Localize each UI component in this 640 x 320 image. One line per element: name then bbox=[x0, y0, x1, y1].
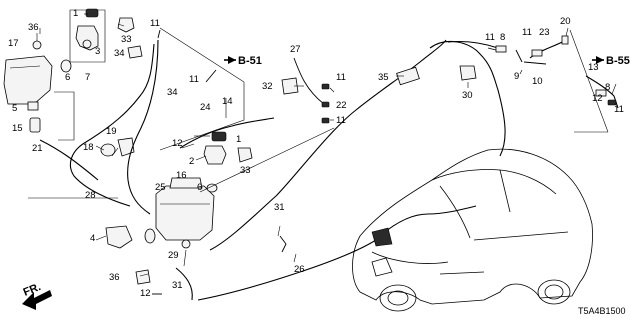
callout-11-right-b[interactable]: 11 bbox=[522, 27, 532, 38]
callout-11-far[interactable]: 11 bbox=[614, 104, 624, 115]
callout-30[interactable]: 30 bbox=[462, 90, 473, 101]
callout-34-mid[interactable]: 34 bbox=[167, 87, 178, 98]
grommet-part bbox=[237, 147, 253, 163]
callout-31-mid[interactable]: 31 bbox=[274, 202, 285, 213]
callout-4[interactable]: 4 bbox=[90, 233, 95, 244]
pump-mid-group bbox=[179, 98, 275, 165]
section-ref-b55: B-55 bbox=[606, 55, 630, 67]
callout-27[interactable]: 27 bbox=[290, 44, 301, 55]
bolt-icon bbox=[135, 269, 151, 285]
rear-hose-group bbox=[396, 35, 619, 157]
reservoir-lower-group bbox=[27, 91, 135, 199]
callout-12-bottom[interactable]: 12 bbox=[140, 288, 151, 299]
bolt-icon bbox=[32, 40, 42, 50]
callout-16[interactable]: 16 bbox=[176, 170, 187, 181]
section-refs: B-51 B-55 bbox=[224, 55, 630, 67]
callout-11-top[interactable]: 11 bbox=[150, 18, 160, 29]
seal-part bbox=[100, 143, 116, 157]
section-ref-b51: B-51 bbox=[238, 55, 262, 67]
callout-labels: 1 36 17 3 7 33 34 11 6 5 15 19 18 21 28 … bbox=[8, 8, 624, 299]
filter-part bbox=[29, 117, 41, 133]
vehicle-outline bbox=[352, 148, 593, 312]
motor-part bbox=[117, 137, 135, 157]
callout-36-top[interactable]: 36 bbox=[28, 22, 39, 33]
callout-33-top[interactable]: 33 bbox=[121, 34, 132, 45]
clip-icon bbox=[85, 8, 99, 18]
callout-31-bottom[interactable]: 31 bbox=[172, 280, 183, 291]
pump-joint-part bbox=[203, 145, 227, 165]
cap-part bbox=[206, 183, 218, 193]
callout-35[interactable]: 35 bbox=[378, 72, 389, 83]
callout-32[interactable]: 32 bbox=[262, 81, 273, 92]
pump-joint-part bbox=[75, 25, 99, 51]
callout-1-top[interactable]: 1 bbox=[73, 8, 78, 19]
diagram-code: T5A4B1500 bbox=[578, 306, 626, 316]
arrow-icon bbox=[22, 290, 52, 310]
callout-9[interactable]: 9 bbox=[514, 71, 519, 82]
pad-part bbox=[396, 66, 420, 86]
nozzle-group bbox=[281, 57, 330, 124]
callout-23[interactable]: 23 bbox=[539, 27, 550, 38]
callout-20[interactable]: 20 bbox=[560, 16, 571, 27]
front-direction-arrow bbox=[22, 290, 52, 310]
washer-tank-group bbox=[105, 177, 218, 301]
callout-18[interactable]: 18 bbox=[83, 142, 94, 153]
callout-28[interactable]: 28 bbox=[85, 190, 96, 201]
callout-3[interactable]: 3 bbox=[95, 46, 100, 57]
motor-part bbox=[105, 225, 133, 249]
callout-24[interactable]: 24 bbox=[200, 102, 211, 113]
leader-lines bbox=[39, 13, 617, 277]
callout-11-mid[interactable]: 11 bbox=[189, 74, 199, 85]
callout-15[interactable]: 15 bbox=[12, 123, 23, 134]
callout-36-bottom[interactable]: 36 bbox=[109, 272, 120, 283]
clip-icon bbox=[211, 131, 227, 142]
callout-7[interactable]: 7 bbox=[85, 72, 90, 83]
callout-14[interactable]: 14 bbox=[222, 96, 233, 107]
callout-17[interactable]: 17 bbox=[8, 38, 19, 49]
callout-2[interactable]: 2 bbox=[189, 156, 194, 167]
callout-26[interactable]: 26 bbox=[294, 264, 305, 275]
nozzle-part bbox=[281, 77, 299, 95]
washer-tank-part bbox=[155, 185, 215, 241]
callout-21[interactable]: 21 bbox=[32, 143, 43, 154]
callout-8-right[interactable]: 8 bbox=[500, 32, 505, 43]
callout-11-lower[interactable]: 11 bbox=[336, 115, 346, 126]
callout-6-left[interactable]: 6 bbox=[65, 72, 70, 83]
callout-22[interactable]: 22 bbox=[336, 100, 347, 111]
callout-5[interactable]: 5 bbox=[12, 103, 17, 114]
callout-33-mid[interactable]: 33 bbox=[240, 165, 251, 176]
callout-10[interactable]: 10 bbox=[532, 76, 543, 87]
callout-6-mid[interactable]: 6 bbox=[197, 182, 202, 193]
callout-11-upper[interactable]: 11 bbox=[336, 72, 346, 83]
callout-8-far[interactable]: 8 bbox=[605, 82, 610, 93]
cap-part bbox=[27, 101, 39, 111]
reservoir-tank-part bbox=[3, 55, 53, 105]
callout-12-far[interactable]: 12 bbox=[592, 93, 603, 104]
callout-25[interactable]: 25 bbox=[155, 182, 166, 193]
callout-19[interactable]: 19 bbox=[106, 126, 117, 137]
callout-34-top[interactable]: 34 bbox=[114, 48, 125, 59]
grommet-part bbox=[459, 65, 477, 81]
callout-12-mid[interactable]: 12 bbox=[172, 138, 183, 149]
grommet-part bbox=[117, 17, 135, 33]
callout-29[interactable]: 29 bbox=[168, 250, 179, 261]
callout-13[interactable]: 13 bbox=[588, 62, 599, 73]
callout-1-mid[interactable]: 1 bbox=[236, 134, 241, 145]
grommet-part bbox=[127, 45, 143, 59]
callout-11-right-a[interactable]: 11 bbox=[485, 32, 495, 43]
reservoir-upper-group bbox=[3, 8, 143, 105]
